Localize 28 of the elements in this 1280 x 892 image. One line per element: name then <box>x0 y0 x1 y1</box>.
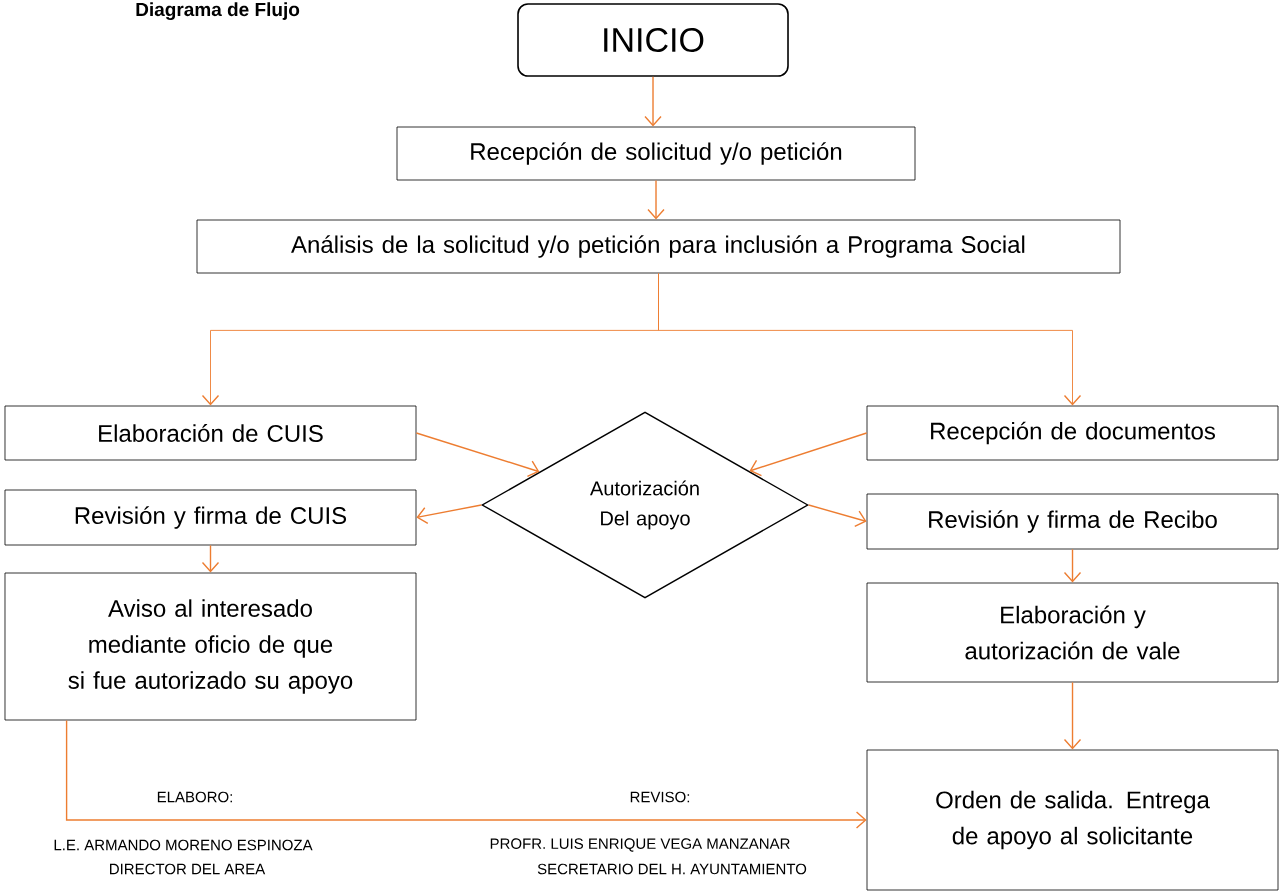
arrow <box>416 504 482 525</box>
arrow <box>415 432 540 478</box>
process-box: Revisión y firma de Recibo <box>866 493 1279 550</box>
process-box: Recepción de documentos <box>866 405 1279 461</box>
arrow <box>201 544 220 573</box>
start-terminal: INICIO <box>517 3 789 77</box>
signature-text: REVISO: <box>630 791 690 803</box>
arrow <box>647 179 665 220</box>
process-box: Revisión y firma de CUIS <box>4 489 417 546</box>
title: Diagrama de Flujo <box>136 2 300 20</box>
arrow <box>644 76 662 127</box>
signature-text: ELABORO: <box>157 791 232 803</box>
arrow <box>65 719 867 829</box>
arrow <box>808 504 867 528</box>
signature-text: SECRETARIO DEL H. AYUNTAMIENTO <box>537 863 807 875</box>
signature-text: DIRECTOR DEL AREA <box>110 863 266 875</box>
signature-text: PROFR. LUIS ENRIQUE VEGA MANZANAR <box>490 838 790 852</box>
arrow <box>658 272 1082 406</box>
process-box: Análisis de la solicitud y/o petición para inclusión a Programa Social <box>196 219 1121 274</box>
arrow <box>749 432 868 477</box>
process-box: Orden de salida. Entrega de apoyo al solicitante <box>866 749 1279 891</box>
arrow <box>1063 548 1082 583</box>
process-box: Elaboración de CUIS <box>4 405 417 461</box>
process-box: Aviso al interesado mediante oficio de que si fue autorizado su apoyo <box>4 572 417 721</box>
process-box: Elaboración y autorización de vale <box>866 582 1279 683</box>
process-box: Recepción de solicitud y/o petición <box>396 126 916 181</box>
arrow <box>1063 681 1082 750</box>
signature-text: L.E. ARMANDO MORENO ESPINOZA <box>54 839 313 851</box>
